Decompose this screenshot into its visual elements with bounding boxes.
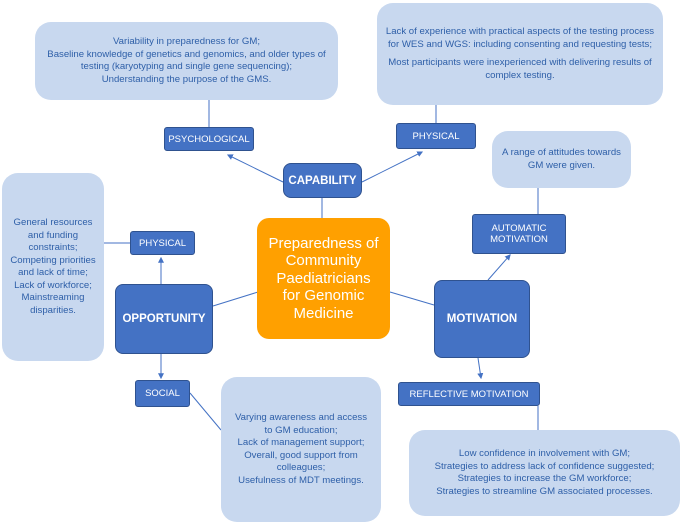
note-line: Lack of experience with practical aspect… — [385, 26, 655, 50]
note-line: Usefulness of MDT meetings. — [238, 474, 364, 486]
note-line: Baseline knowledge of genetics and genom… — [47, 48, 326, 73]
central-topic: Preparedness of Community Paediatricians… — [257, 218, 390, 339]
note-line: Strategies to increase the GM workforce; — [457, 473, 632, 484]
note-line: Low confidence in involvement with GM; — [458, 448, 631, 459]
label-opportunity-physical: PHYSICAL — [130, 231, 195, 255]
node-capability: CAPABILITY — [283, 163, 362, 198]
connector-center-motivation — [389, 291, 435, 306]
note-motivation-reflective: Low confidence in involvement with GM; S… — [409, 430, 680, 516]
connector-center-opportunity — [212, 291, 259, 307]
note-line: Variability in preparedness for GM; — [113, 36, 260, 47]
note-opportunity-physical: General resources and funding constraint… — [2, 173, 104, 361]
note-line: Overall, good support from colleagues; — [244, 449, 358, 474]
note-line: Lack of workforce; — [14, 279, 92, 291]
arrow-motivation-reflective — [477, 357, 484, 380]
central-topic-text: Preparedness of Community Paediatricians… — [268, 234, 379, 322]
arrow-capability-psychological — [226, 154, 284, 183]
label-automatic-motivation: AUTOMATIC MOTIVATION — [472, 214, 566, 254]
arrow-motivation-automatic — [487, 254, 511, 281]
note-line: Strategies to address lack of confidence… — [434, 460, 655, 472]
note-line: A range of attitudes towards GM were giv… — [502, 147, 621, 171]
note-line: Varying awareness and access to GM educa… — [234, 412, 368, 436]
note-line: Most participants were inexperienced wit… — [388, 57, 652, 81]
label-capability-physical: PHYSICAL — [396, 123, 476, 149]
arrow-capability-physical — [361, 151, 424, 183]
node-opportunity: OPPORTUNITY — [115, 284, 213, 354]
note-line: Understanding the purpose of the GMS. — [101, 73, 272, 85]
connector-social-note — [189, 392, 222, 431]
label-social: SOCIAL — [135, 380, 190, 407]
node-motivation: MOTIVATION — [434, 280, 530, 358]
note-line: General resources and funding constraint… — [13, 217, 93, 253]
note-opportunity-social: Varying awareness and access to GM educa… — [221, 377, 381, 522]
note-line: Strategies to streamline GM associated p… — [436, 485, 653, 497]
note-line: Lack of management support; — [237, 437, 365, 448]
note-motivation-automatic: A range of attitudes towards GM were giv… — [492, 131, 631, 188]
label-automatic-motivation-text: AUTOMATIC MOTIVATION — [490, 223, 548, 245]
label-psychological: PSYCHOLOGICAL — [164, 127, 254, 151]
note-line: Mainstreaming disparities. — [21, 292, 85, 316]
note-capability-physical: Lack of experience with practical aspect… — [377, 3, 663, 105]
note-line: Competing priorities and lack of time; — [10, 254, 96, 279]
label-reflective-motivation: REFLECTIVE MOTIVATION — [398, 382, 540, 406]
note-capability-psychological: Variability in preparedness for GM; Base… — [35, 22, 338, 100]
